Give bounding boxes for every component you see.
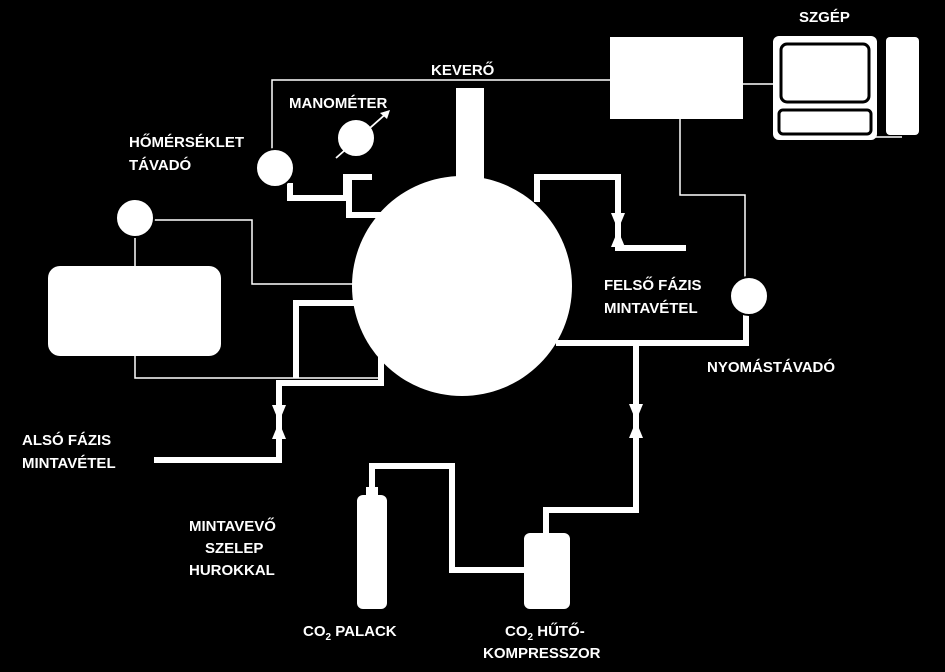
pipe-lower-sample bbox=[154, 348, 384, 463]
label-lower-phase-line1: ALSÓ FÁZIS bbox=[22, 431, 111, 449]
label-temperature-line1: HŐMÉRSÉKLET bbox=[129, 133, 244, 151]
wire-gauge-to-vessel bbox=[153, 219, 358, 285]
top-left-gauge bbox=[115, 198, 155, 238]
label-upper-phase-line2: MINTAVÉTEL bbox=[604, 300, 698, 317]
label-sampler-line2: SZELEP bbox=[205, 540, 263, 557]
pipe-temp-manometer bbox=[287, 174, 372, 201]
label-mixer: KEVERŐ bbox=[431, 61, 495, 79]
pipe-to-vessel-top bbox=[346, 180, 382, 218]
wire-temp-to-controller bbox=[271, 79, 610, 152]
co2-cylinder-valve bbox=[366, 487, 378, 497]
reactor-vessel bbox=[352, 176, 572, 396]
label-co2-cylinder: CO2 PALACK bbox=[303, 623, 397, 643]
label-sampler-line1: MINTAVEVŐ bbox=[189, 517, 276, 535]
label-pressure-transmitter: NYOMÁSTÁVADÓ bbox=[707, 358, 835, 376]
pipe-upper-sample bbox=[534, 174, 686, 251]
wire-box-bottom bbox=[134, 355, 378, 379]
label-computer: SZGÉP bbox=[799, 9, 850, 26]
lower-valve-icon bbox=[272, 405, 286, 439]
pipe-to-pressure bbox=[556, 312, 749, 346]
co2-cylinder bbox=[357, 495, 387, 609]
pipe-loop bbox=[293, 300, 357, 378]
pressure-transmitter bbox=[729, 276, 769, 316]
label-upper-phase-line1: FELSŐ FÁZIS bbox=[604, 276, 702, 294]
computer-tower bbox=[886, 37, 919, 135]
manometer-arrow-icon bbox=[380, 110, 390, 119]
computer-screen bbox=[779, 42, 871, 104]
mixer-shaft bbox=[456, 88, 484, 188]
thermostat-box bbox=[48, 266, 221, 356]
controller-box bbox=[610, 37, 743, 119]
temperature-transmitter bbox=[255, 148, 295, 188]
pipe-co2-to-compressor bbox=[369, 463, 526, 573]
manometer-needle bbox=[335, 111, 389, 159]
label-sampler-line3: HUROKKAL bbox=[189, 562, 275, 579]
label-co2-cooler: CO2 HŰTŐ- bbox=[505, 622, 585, 643]
label-lower-phase-line2: MINTAVÉTEL bbox=[22, 455, 116, 472]
label-compressor: KOMPRESSZOR bbox=[483, 645, 601, 662]
wire-controller-to-pressure bbox=[679, 118, 746, 285]
computer-keyboard bbox=[777, 108, 873, 136]
pipe-to-compressor bbox=[543, 343, 639, 535]
manometer-gauge bbox=[336, 118, 376, 158]
label-manometer: MANOMÉTER bbox=[289, 95, 387, 112]
cooling-compressor bbox=[524, 533, 570, 609]
upper-valve-icon bbox=[611, 213, 625, 247]
compressor-valve-icon bbox=[629, 404, 643, 438]
label-temperature-line2: TÁVADÓ bbox=[129, 156, 192, 174]
